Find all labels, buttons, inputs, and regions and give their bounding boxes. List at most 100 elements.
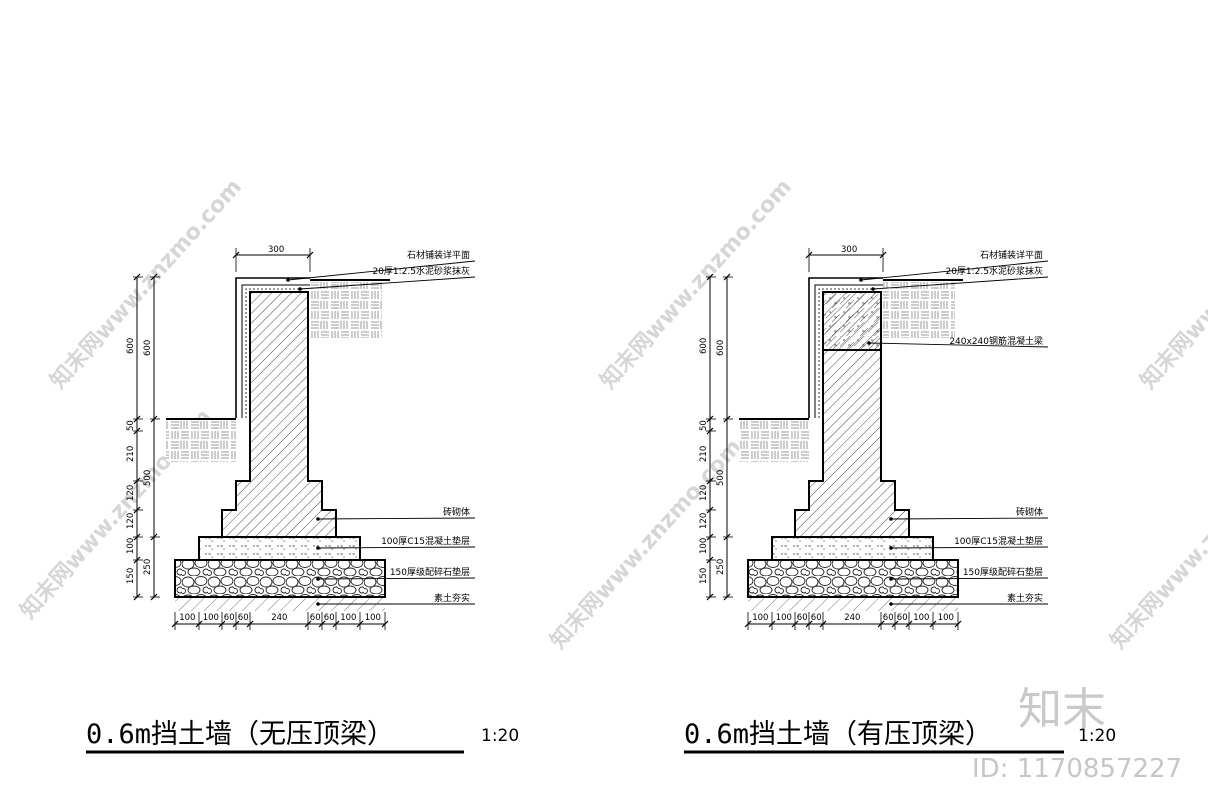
dim-tick	[723, 415, 731, 423]
dim-tick	[133, 593, 141, 601]
label-concrete: 100厚C15混凝土垫层	[381, 535, 470, 547]
left-outer-dimension: 600	[143, 340, 153, 356]
dim-tick	[133, 506, 141, 514]
dim-tick	[150, 273, 158, 281]
diagonal-watermark: 知末网www.znzmo.com	[1105, 434, 1208, 654]
dim-tick	[133, 556, 141, 564]
id-watermark: ID: 1170857227	[972, 754, 1182, 784]
bottom-dimension: 240	[844, 613, 860, 623]
diagonal-watermark: 知末网www.znzmo.com	[1135, 174, 1208, 394]
top-dimension: 300	[841, 245, 857, 255]
leader-line	[890, 577, 1049, 580]
left-inner-dimension: 120	[699, 513, 709, 529]
leader-line	[287, 260, 476, 281]
label-concrete: 100厚C15混凝土垫层	[954, 535, 1043, 547]
brand-watermark: 知末	[1018, 684, 1106, 735]
dim-tick	[304, 620, 312, 628]
leader-line	[317, 517, 476, 520]
dim-tick	[929, 620, 937, 628]
dim-tick	[891, 620, 899, 628]
dim-tick	[218, 620, 226, 628]
left-outer-dimension: 250	[716, 559, 726, 575]
left-inner-dimension: 120	[126, 485, 136, 501]
dim-tick	[706, 415, 714, 423]
dim-tick	[133, 415, 141, 423]
label-brick: 砖砌体	[443, 506, 470, 518]
left-inner-dimension: 150	[126, 568, 136, 584]
concrete-layer	[771, 536, 934, 561]
bottom-dimension: 100	[913, 613, 929, 623]
dim-tick	[356, 620, 364, 628]
left-inner-dimension: 600	[126, 338, 136, 354]
bottom-dimension: 240	[271, 613, 287, 623]
dim-tick	[706, 593, 714, 601]
title-with-beam: 0.6m挡土墙（有压顶梁）	[684, 719, 992, 750]
dim-tick	[819, 620, 827, 628]
compacted-soil	[175, 597, 385, 611]
label-mortar: 20厚1:2.5水泥砂浆抹灰	[945, 265, 1043, 277]
bottom-dimension: 100	[179, 613, 195, 623]
stone-cap-outline	[808, 277, 883, 418]
brick-wall	[221, 291, 337, 538]
bottom-dimension: 60	[238, 613, 249, 623]
bottom-dimension: 100	[752, 613, 768, 623]
left-outer-dimension: 500	[716, 470, 726, 486]
dim-tick	[171, 620, 179, 628]
diagonal-watermark: 知末网www.znzmo.com	[595, 174, 797, 394]
dim-tick	[706, 427, 714, 435]
left-inner-dimension: 50	[699, 420, 709, 431]
scale-no-beam: 1:20	[481, 726, 519, 746]
dim-tick	[150, 593, 158, 601]
mortar-line	[814, 284, 883, 418]
dim-tick	[706, 556, 714, 564]
leader-line	[890, 517, 1049, 520]
left-inner-dimension: 120	[699, 485, 709, 501]
label-gravel: 150厚级配碎石垫层	[963, 566, 1043, 578]
bottom-dimension: 60	[811, 613, 822, 623]
dim-tick	[332, 620, 340, 628]
bottom-dimension: 60	[224, 613, 235, 623]
left-outer-dimension: 250	[143, 559, 153, 575]
compacted-soil	[748, 597, 958, 611]
dim-tick	[133, 273, 141, 281]
diagonal-watermark: 知末网www.znzmo.com	[545, 434, 747, 654]
top-dimension: 300	[268, 245, 284, 255]
label-gravel: 150厚级配碎石垫层	[390, 566, 470, 578]
label-mortar: 20厚1:2.5水泥砂浆抹灰	[372, 265, 470, 277]
dim-tick	[954, 620, 962, 628]
left-inner-dimension: 210	[699, 446, 709, 462]
dim-tick	[381, 620, 389, 628]
mortar-line	[241, 284, 310, 418]
dim-tick	[805, 620, 813, 628]
backfill-soil	[883, 282, 955, 338]
diagonal-watermark: 知末网www.znzmo.com	[45, 174, 247, 394]
leader-line	[868, 342, 1049, 348]
dim-tick	[232, 620, 240, 628]
dim-tick	[318, 620, 326, 628]
label-soil: 素土夯实	[1007, 592, 1043, 604]
left-inner-dimension: 120	[126, 513, 136, 529]
dim-tick	[905, 620, 913, 628]
dim-tick	[879, 251, 887, 259]
leader-line	[317, 546, 476, 549]
front-soil	[739, 420, 809, 462]
dim-tick	[133, 533, 141, 541]
concrete-beam	[822, 291, 882, 351]
bottom-dimension: 100	[938, 613, 954, 623]
scale-with-beam: 1:20	[1078, 726, 1116, 746]
concrete-layer	[198, 536, 361, 561]
left-inner-dimension: 210	[126, 446, 136, 462]
dim-tick	[246, 620, 254, 628]
leader-line	[299, 276, 476, 290]
dim-tick	[195, 620, 203, 628]
dim-tick	[232, 251, 240, 259]
dim-tick	[306, 251, 314, 259]
dim-tick	[133, 427, 141, 435]
bottom-dimension: 100	[365, 613, 381, 623]
dim-tick	[150, 533, 158, 541]
dim-tick	[768, 620, 776, 628]
dim-tick	[723, 533, 731, 541]
bottom-dimension: 60	[324, 613, 335, 623]
